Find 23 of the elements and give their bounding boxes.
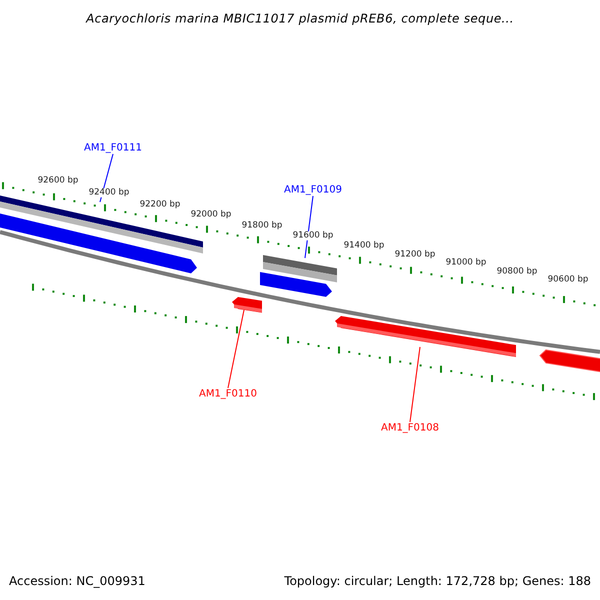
gene-feature <box>232 296 262 313</box>
leader-line <box>410 346 420 422</box>
gene-label: AM1_F0110 <box>198 388 258 400</box>
scale-label: 90600 bp <box>546 275 590 285</box>
scale-label: 91400 bp <box>342 241 386 251</box>
scale-label: 92600 bp <box>36 176 80 186</box>
map-title: Acaryochloris marina MBIC11017 plasmid pREB6, complete seque... <box>86 12 514 26</box>
gene-feature <box>335 316 516 358</box>
scale-label: 91800 bp <box>240 221 284 231</box>
gene-label: AM1_F0108 <box>380 422 440 434</box>
gene-label: AM1_F0109 <box>284 184 342 196</box>
footer-text: Accession: NC_009931 <box>9 574 146 588</box>
scale-label: 92000 bp <box>190 210 232 220</box>
scale-label: 91600 bp <box>292 231 334 241</box>
feature-bar <box>263 255 337 282</box>
scale-label: 91200 bp <box>394 250 436 260</box>
scale-label: 92200 bp <box>138 200 182 210</box>
scale-label: 91000 bp <box>444 258 488 268</box>
scale-label: 92400 bp <box>88 188 130 198</box>
footer-text: Topology: circular; Length: 172,728 bp; Genes: 188 <box>284 574 591 588</box>
scale-label: 90800 bp <box>496 267 538 277</box>
gene-label: AM1_F0111 <box>84 142 142 154</box>
leader-line <box>228 310 244 388</box>
